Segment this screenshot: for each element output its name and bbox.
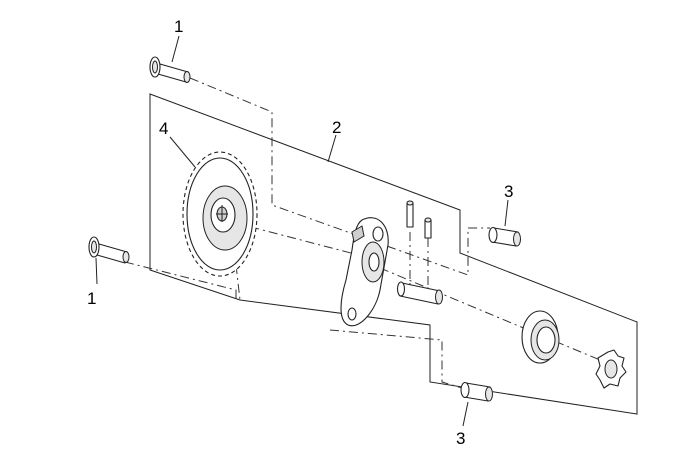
- pins-and-shaft: [396, 200, 443, 305]
- bushing-top: [488, 226, 521, 247]
- callout-bolt-bottom: 1: [87, 289, 96, 308]
- pump-assembly-outline: [149, 93, 638, 415]
- callout-bolt-top: 1: [174, 17, 183, 36]
- leader-lines: [95, 35, 509, 427]
- callout-bushing-bottom: 3: [456, 429, 465, 448]
- callout-pump-assembly: 2: [332, 118, 341, 137]
- callout-bushing-top: 3: [504, 182, 513, 201]
- bolt-bottom: [88, 236, 130, 264]
- bolt-top: [149, 56, 191, 83]
- outer-rotor: [521, 310, 560, 364]
- pump-body: [340, 217, 389, 327]
- gear: [182, 151, 258, 277]
- inner-rotor: [595, 349, 627, 389]
- callout-gear: 4: [159, 119, 168, 138]
- bushing-bottom: [460, 381, 493, 402]
